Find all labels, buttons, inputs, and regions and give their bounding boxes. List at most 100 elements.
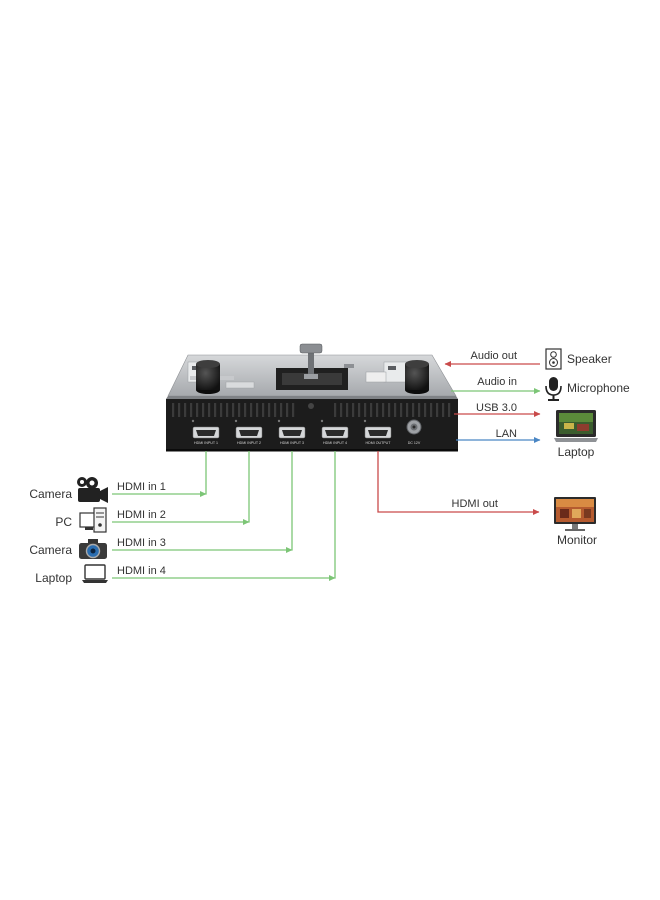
microphone-icon [545, 377, 562, 401]
vent-slit [292, 403, 295, 417]
vent-slit [202, 403, 205, 417]
vent-slit [352, 403, 355, 417]
input-row-4: Laptop HDMI in 4 [35, 451, 336, 585]
vent-slit [394, 403, 397, 417]
vent-slit [190, 403, 193, 417]
input-cable [112, 451, 293, 551]
hdmi-port-2: HDMI INPUT 2 [234, 419, 263, 445]
input-connection-label: HDMI in 2 [117, 509, 166, 521]
output-connection-label: HDMI out [452, 498, 498, 510]
input-connection-label: HDMI in 1 [117, 481, 166, 493]
vent-slit [184, 403, 187, 417]
vent-slit [424, 403, 427, 417]
vent-slit [208, 403, 211, 417]
output-row-2: Audio in Microphone [451, 376, 630, 401]
vent-slit [262, 403, 265, 417]
photo-camera-icon [79, 539, 107, 559]
video-switcher-device: HDMI INPUT 1 HDMI INPUT 2 HDMI INPUT 3 HDMI… [166, 343, 458, 452]
hdmi-port-1: HDMI INPUT 1 [191, 419, 220, 445]
desktop-pc-icon [79, 507, 107, 533]
hdmi-port-label: HDMI INPUT 1 [194, 441, 218, 445]
hdmi-port-3: HDMI INPUT 3 [277, 419, 306, 445]
left-knob [196, 360, 220, 394]
laptop-icon [82, 564, 108, 583]
vent-slit [286, 403, 289, 417]
vent-slit [346, 403, 349, 417]
output-device-label: Monitor [557, 533, 597, 547]
output-connection-label: USB 3.0 [476, 402, 517, 414]
vent-slit [178, 403, 181, 417]
input-row-2: PC HDMI in 2 [55, 451, 250, 533]
vent-slit [358, 403, 361, 417]
vent-slit [448, 403, 451, 417]
output-cable [377, 451, 540, 515]
dc-power-label: DC 12V [408, 441, 421, 445]
status-led [308, 403, 314, 409]
input-connection-label: HDMI in 3 [117, 537, 166, 549]
vent-slit [214, 403, 217, 417]
vent-slit [442, 403, 445, 417]
output-device-label: Microphone [567, 381, 630, 395]
hdmi-port-4: HDMI INPUT 4 [320, 419, 349, 445]
input-connection-label: HDMI in 4 [117, 565, 166, 577]
vent-slit [238, 403, 241, 417]
vent-slit [376, 403, 379, 417]
vent-slit [244, 403, 247, 417]
vent-slit [412, 403, 415, 417]
speaker-icon [545, 348, 562, 370]
vent-slit [334, 403, 337, 417]
vent-slit [370, 403, 373, 417]
hdmi-port-label: HDMI INPUT 3 [280, 441, 304, 445]
output-row-4: LAN [456, 428, 541, 443]
vent-slit [436, 403, 439, 417]
vent-slit [430, 403, 433, 417]
device-top-details [187, 343, 411, 390]
output-device-label: Laptop [558, 445, 595, 459]
t-bar-handle [299, 343, 323, 354]
vent-slit [256, 403, 259, 417]
vent-slit [250, 403, 253, 417]
hdmi-port-label: HDMI OUTPUT [366, 441, 392, 445]
right-knob [405, 360, 429, 394]
vent-slit [388, 403, 391, 417]
laptop-color-icon [554, 410, 598, 442]
vent-slit [268, 403, 271, 417]
dc-power-port [406, 419, 422, 435]
t-bar-stem [308, 352, 314, 374]
input-device-label: Camera [29, 543, 72, 557]
input-device-label: Camera [29, 487, 72, 501]
input-device-label: PC [55, 515, 72, 529]
vent-slit [382, 403, 385, 417]
vent-slit [220, 403, 223, 417]
vent-slit [196, 403, 199, 417]
vent-slit [226, 403, 229, 417]
input-device-label: Laptop [35, 571, 72, 585]
hdmi-port-label: HDMI INPUT 2 [237, 441, 261, 445]
output-connection-label: LAN [496, 428, 517, 440]
vent-slit [280, 403, 283, 417]
device-vents [172, 403, 451, 417]
vent-slit [172, 403, 175, 417]
vent-slit [406, 403, 409, 417]
output-device-label: Speaker [567, 352, 612, 366]
hdmi-port-5: HDMI OUTPUT [363, 419, 392, 445]
output-row-1: Audio out Speaker [444, 348, 612, 370]
hdmi-port-label: HDMI INPUT 4 [323, 441, 347, 445]
input-row-1: Camera HDMI in 1 [29, 451, 207, 503]
hdmi-ports: HDMI INPUT 1 HDMI INPUT 2 HDMI INPUT 3 HDMI… [191, 419, 392, 445]
vent-slit [274, 403, 277, 417]
vent-slit [400, 403, 403, 417]
vent-slit [418, 403, 421, 417]
vent-slit [232, 403, 235, 417]
output-connection-label: Audio in [477, 376, 517, 388]
output-connection-label: Audio out [471, 350, 517, 362]
video-camera-icon [77, 477, 108, 503]
vent-slit [364, 403, 367, 417]
monitor-icon [554, 497, 596, 531]
